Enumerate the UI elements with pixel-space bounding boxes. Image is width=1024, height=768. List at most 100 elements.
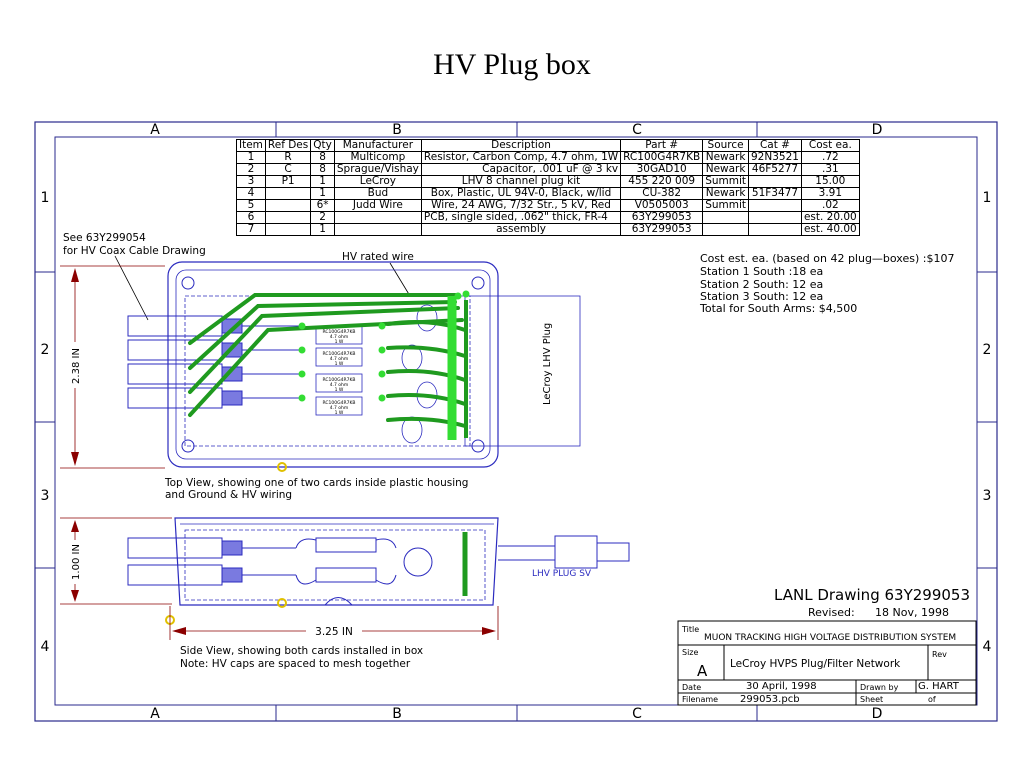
svg-text:3.25 IN: 3.25 IN xyxy=(315,626,353,638)
bom-cell xyxy=(702,211,749,224)
resistor-3: RC100G4R7KB 4.7 ohm 1 W xyxy=(315,373,363,393)
drawn-by: G. HART xyxy=(918,681,960,692)
bom-cell: 2 xyxy=(310,211,335,224)
drawing-date: 30 April, 1998 xyxy=(746,681,817,692)
coax-2 xyxy=(127,339,300,361)
see-ref-line1: See 63Y299054 xyxy=(63,232,146,244)
cost-line1: Cost est. ea. (based on 42 plug—boxes) :… xyxy=(700,252,954,265)
bom-cell: 92N3521 xyxy=(748,151,802,164)
page-title: HV Plug box xyxy=(433,48,591,81)
svg-text:of: of xyxy=(928,695,936,704)
svg-text:Size: Size xyxy=(682,648,699,657)
zone-row-2-left: 2 xyxy=(41,342,50,358)
dimension-height-side: 1.00 IN xyxy=(60,517,172,605)
zone-col-d-top: D xyxy=(872,122,883,138)
bom-header: Ref Des xyxy=(264,139,312,152)
svg-text:1 W: 1 W xyxy=(335,387,344,393)
bom-cell: 1 xyxy=(310,223,335,236)
bom-cell: 6* xyxy=(310,199,335,212)
bom-cell: 1 xyxy=(310,187,335,200)
title-block: LANL Drawing 63Y299053 Revised: 18 Nov, … xyxy=(677,586,977,706)
lecroy-plug-label: LeCroy LHV Plug xyxy=(542,323,553,405)
drawing-size: A xyxy=(697,662,708,680)
bom-header: Cat # xyxy=(748,139,802,152)
bom-cell xyxy=(333,211,422,224)
svg-text:Rev: Rev xyxy=(932,650,947,659)
drawing-subtitle: LeCroy HVPS Plug/Filter Network xyxy=(730,658,901,670)
side-resistor-2 xyxy=(315,567,377,583)
bom-header: Item xyxy=(236,139,266,152)
bom-cell: Box, Plastic, UL 94V-0, Black, w/lid xyxy=(420,187,622,200)
bom-cell: PCB, single sided, .062" thick, FR-4 xyxy=(420,211,622,224)
zone-row-2-right: 2 xyxy=(983,342,992,358)
svg-text:4.7 ohm: 4.7 ohm xyxy=(330,334,349,340)
hv-jumper-3 xyxy=(386,369,467,382)
bom-header: Part # xyxy=(620,139,704,152)
pcb-outline xyxy=(184,295,471,447)
bom-cell: Newark xyxy=(702,187,749,200)
bom-cell xyxy=(748,175,802,188)
bom-cell: 51F3477 xyxy=(748,187,802,200)
svg-text:Date: Date xyxy=(682,683,701,692)
hv-wire-label: HV rated wire xyxy=(342,251,414,263)
hv-jumper-1 xyxy=(386,320,467,332)
zone-col-c-bottom: C xyxy=(632,706,642,722)
svg-text:RC100G4R7KB: RC100G4R7KB xyxy=(322,351,355,357)
bom-cell: 1 xyxy=(236,151,266,164)
side-view xyxy=(127,517,630,625)
bom-cell: 3 xyxy=(236,175,266,188)
svg-text:RC100G4R7KB: RC100G4R7KB xyxy=(322,329,355,335)
bom-cell: Judd Wire xyxy=(333,199,422,212)
bom-header: Description xyxy=(420,139,622,152)
bom-cell xyxy=(264,199,312,212)
hv-jumper-4 xyxy=(386,393,467,406)
bom-cell: 8 xyxy=(310,151,335,164)
bom-cell: 3.91 xyxy=(800,187,860,200)
side-view-caption-2: Note: HV caps are spaced to mesh togethe… xyxy=(180,658,411,670)
bom-cell: Multicomp xyxy=(333,151,422,164)
bom-cell: 6 xyxy=(236,211,266,224)
bom-header: Source xyxy=(702,139,749,152)
bom-cell xyxy=(333,223,422,236)
mount-hole-tl xyxy=(181,276,195,290)
svg-text:1 W: 1 W xyxy=(335,361,344,367)
hv-wire-3 xyxy=(188,306,460,394)
zone-col-a-top: A xyxy=(150,122,160,138)
bom-cell: Sprague/Vishay xyxy=(333,163,422,176)
svg-text:RC100G4R7KB: RC100G4R7KB xyxy=(322,377,355,383)
resistors: RC100G4R7KB 4.7 ohm 1 W RC100G4R7KB 4.7 … xyxy=(315,325,363,416)
svg-text:RC100G4R7KB: RC100G4R7KB xyxy=(322,400,355,406)
cost-notes: Cost est. ea. (based on 42 plug—boxes) :… xyxy=(699,252,954,315)
svg-text:4.7 ohm: 4.7 ohm xyxy=(330,382,349,388)
revised-label: Revised: xyxy=(808,606,855,619)
hv-jumper-5 xyxy=(386,416,467,428)
svg-text:Filename: Filename xyxy=(682,695,718,704)
bom-header: Manufacturer xyxy=(333,139,422,152)
hv-jumper-2 xyxy=(386,345,467,358)
svg-text:1 W: 1 W xyxy=(335,339,344,345)
cost-line4: Station 3 South: 12 ea xyxy=(700,290,823,303)
svg-text:2.38 IN: 2.38 IN xyxy=(71,348,82,384)
zone-col-d-bottom: D xyxy=(872,706,883,722)
inner-frame xyxy=(54,136,978,706)
zone-col-b-bottom: B xyxy=(392,706,402,722)
bom-cell: .02 xyxy=(800,199,860,212)
svg-text:Title: Title xyxy=(681,625,699,634)
bom-cell: 455 220 009 xyxy=(620,175,704,188)
see-ref-line2: for HV Coax Cable Drawing xyxy=(63,245,206,257)
dimension-height-top: 2.38 IN xyxy=(60,265,165,469)
mount-hole-tr xyxy=(471,276,485,290)
bom-cell xyxy=(748,223,802,236)
side-resistor-1 xyxy=(315,537,377,553)
svg-text:1 W: 1 W xyxy=(335,410,344,416)
bom-cell: CU-382 xyxy=(620,187,704,200)
bom-cell: 4 xyxy=(236,187,266,200)
bom-cell: 63Y299053 xyxy=(620,211,704,224)
bom-cell: 8 xyxy=(310,163,335,176)
bom-cell xyxy=(264,223,312,236)
resistor-2: RC100G4R7KB 4.7 ohm 1 W xyxy=(315,347,363,367)
zone-row-4-right: 4 xyxy=(983,639,992,655)
